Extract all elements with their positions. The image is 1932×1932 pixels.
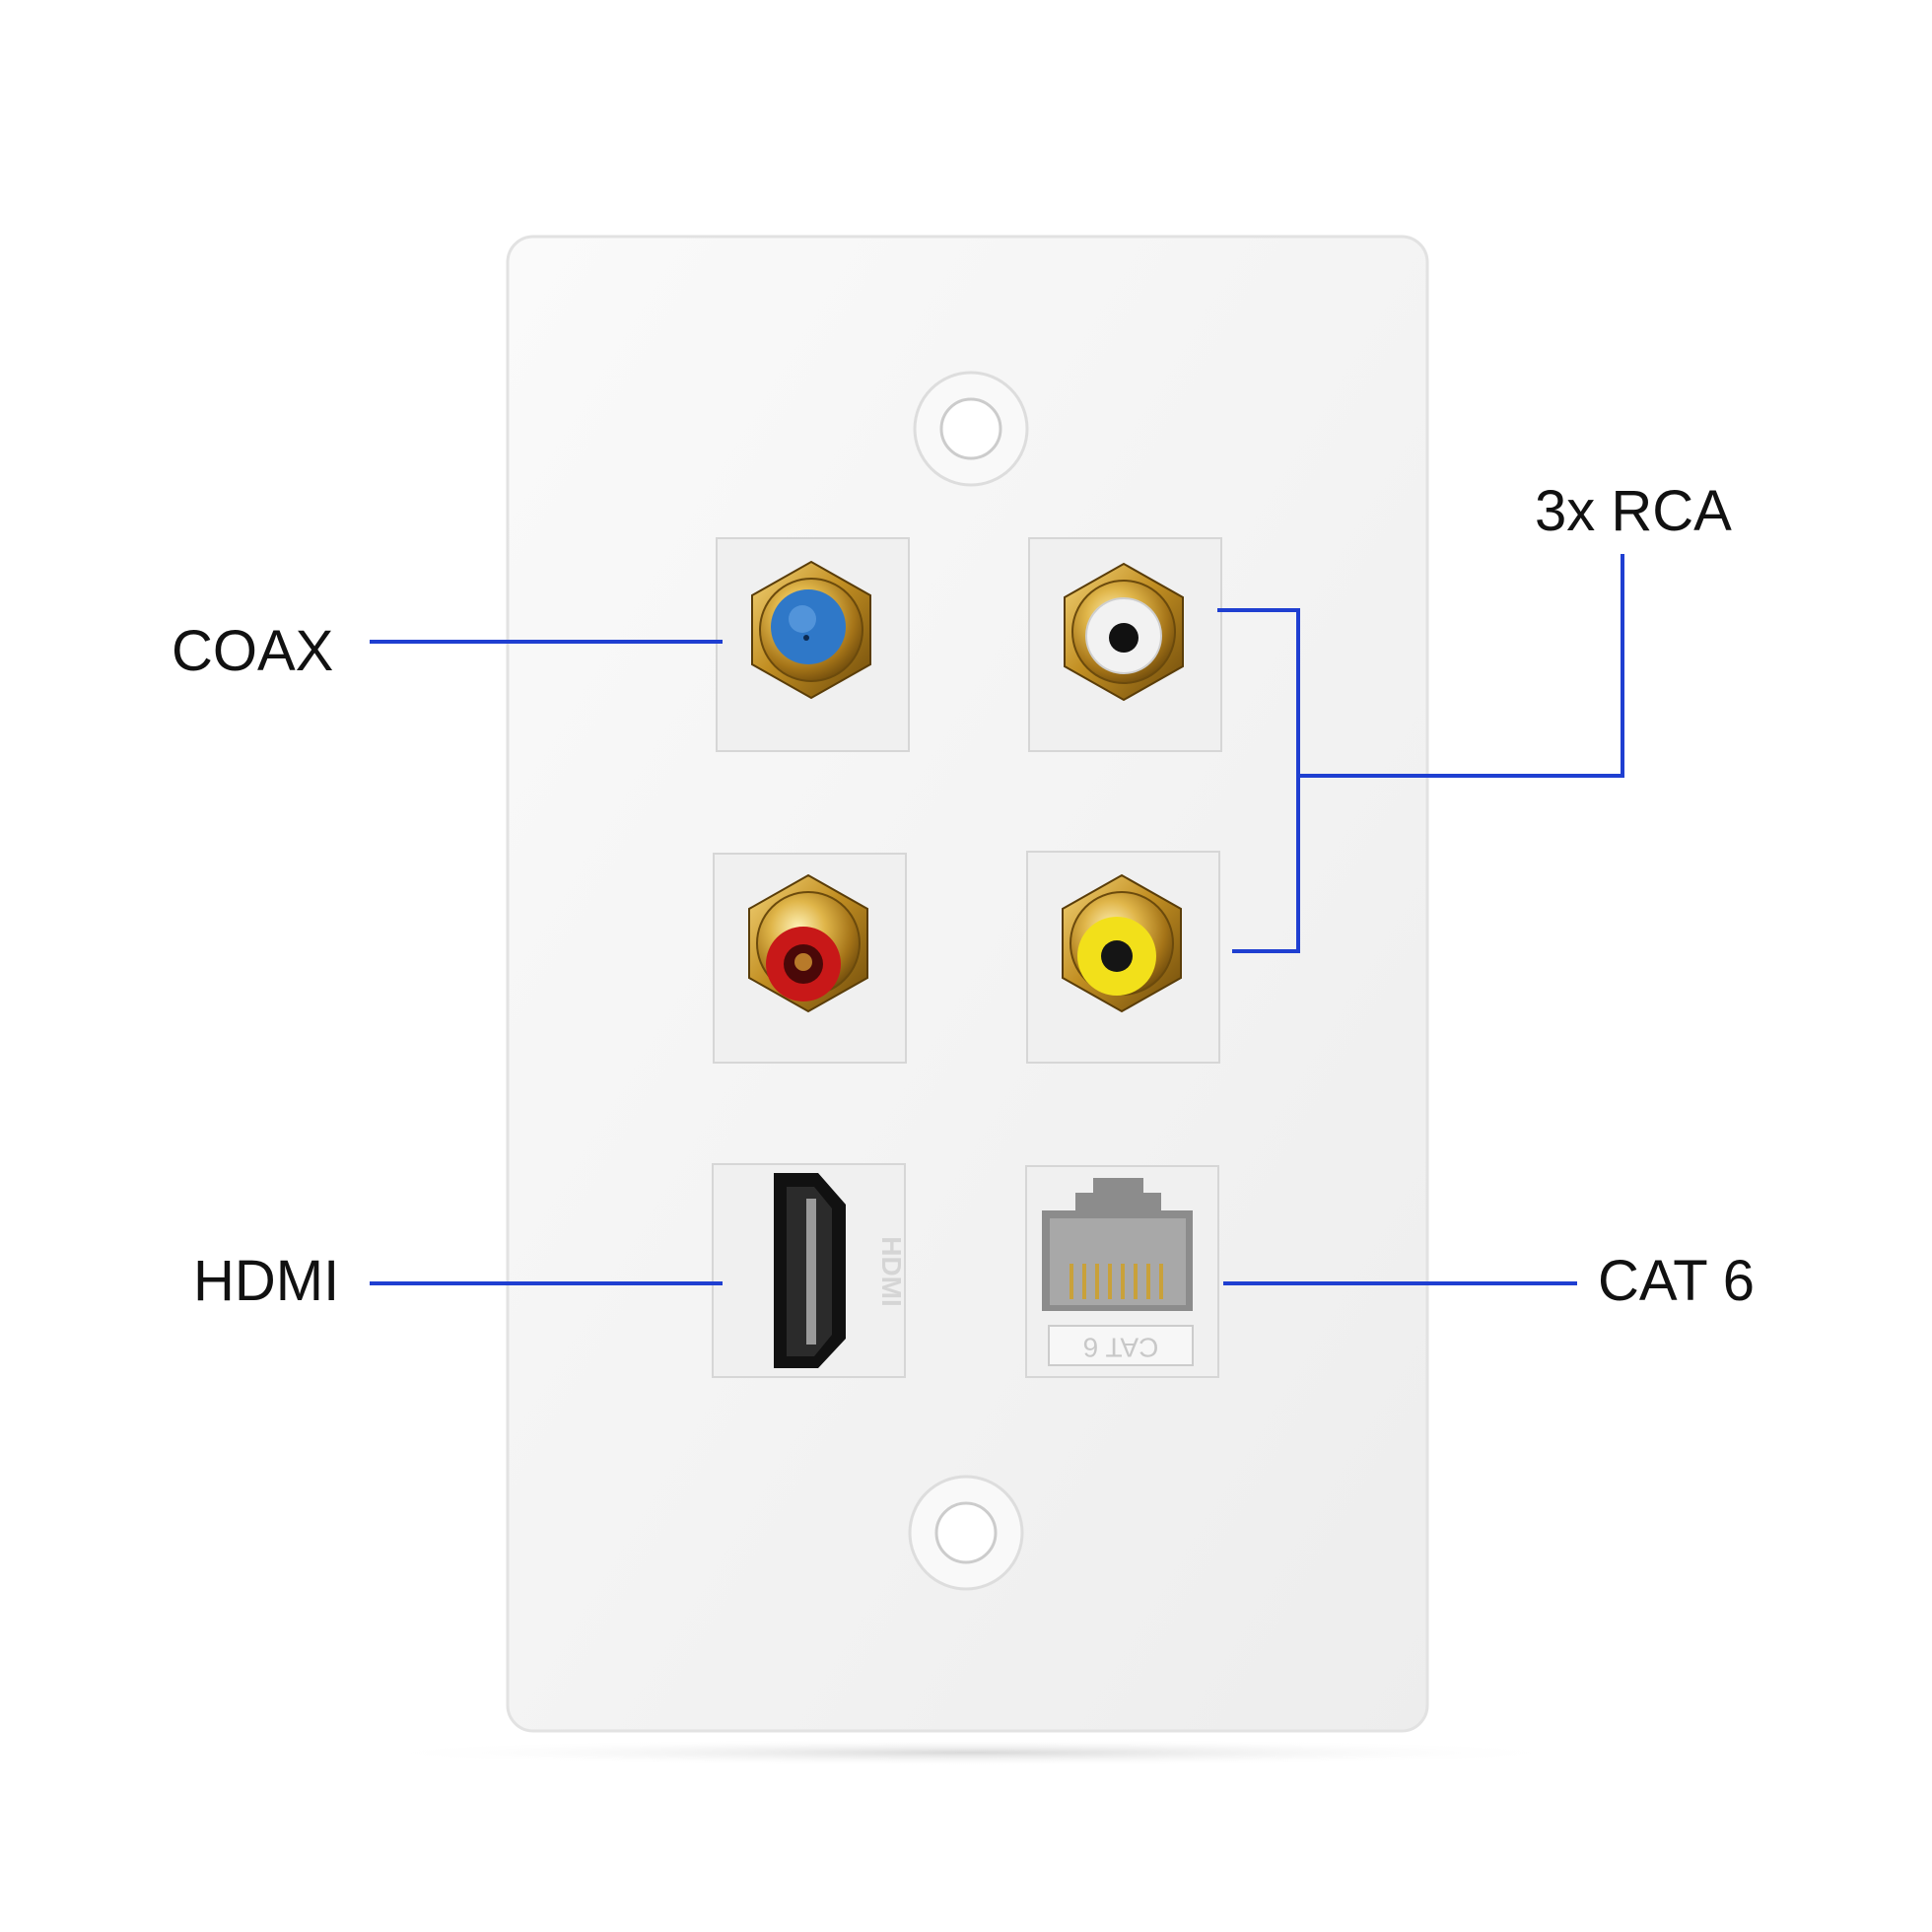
cat6-label: CAT 6 — [1598, 1249, 1756, 1313]
cat6-port: CAT 6 — [1042, 1178, 1194, 1366]
plate-shadow — [360, 1739, 1582, 1766]
rca-callout-leader — [1298, 554, 1624, 778]
hdmi-label: HDMI — [193, 1249, 340, 1313]
hdmi-marking: HDMI — [876, 1236, 907, 1307]
hdmi-port: HDMI — [774, 1173, 907, 1368]
rca-label: 3x RCA — [1535, 479, 1732, 543]
callout-lines — [370, 554, 1624, 1285]
rj45-contacts — [1070, 1264, 1163, 1299]
bottom-screw-hole — [908, 1475, 1024, 1591]
rca-white-port — [1064, 562, 1184, 702]
rca-yellow-port — [1062, 873, 1182, 1013]
rca-callout-bracket — [1217, 608, 1300, 953]
coax-label: COAX — [172, 619, 334, 683]
coax-port — [751, 560, 871, 700]
rca-red-port — [748, 873, 868, 1013]
cat6-marking: CAT 6 — [1083, 1333, 1159, 1363]
top-screw-hole — [913, 371, 1029, 487]
